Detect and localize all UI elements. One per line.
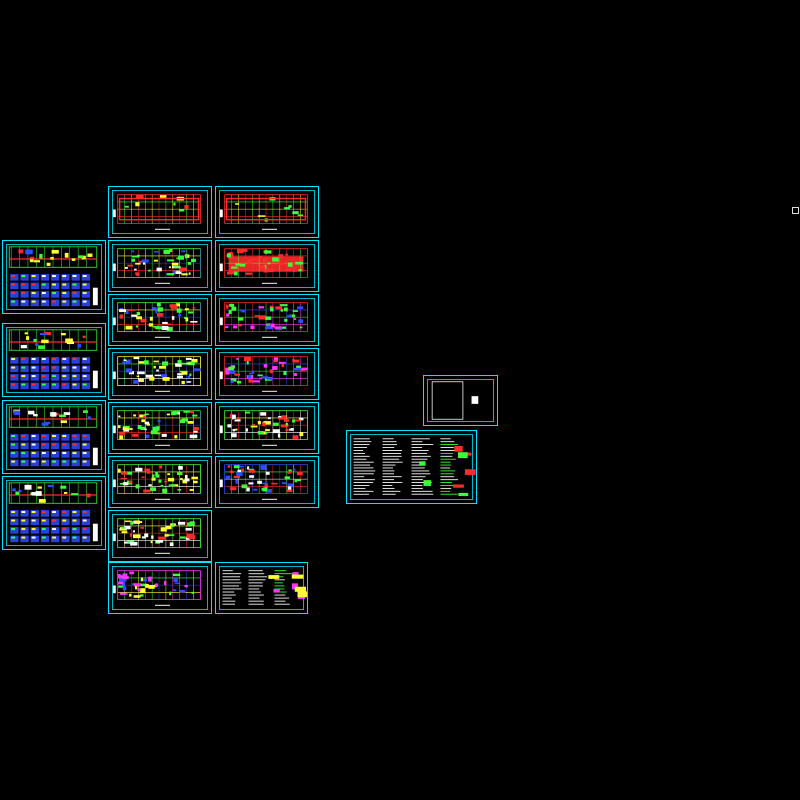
plan-sheet[interactable] [215,402,319,454]
sheet-linework [219,194,308,230]
sheet-linework [112,410,201,446]
ucs-marker-icon [792,207,799,214]
sheet-linework [219,248,308,284]
sheet-linework [112,518,201,554]
sheet-linework [219,302,308,338]
sheet-linework [353,438,476,497]
plan-sheet[interactable] [215,294,319,346]
detail-sheet[interactable] [2,323,106,397]
plan-sheet[interactable] [108,186,212,238]
detail-sheet[interactable] [2,400,106,474]
plan-sheet[interactable] [215,186,319,238]
plan-sheet[interactable] [215,240,319,292]
sheet-linework [112,570,201,606]
sheet-linework [8,406,98,467]
plan-sheet[interactable] [215,456,319,508]
sheet-linework [8,246,98,307]
sheet-linework [112,464,201,500]
plan-sheet[interactable] [215,348,319,400]
sheet-linework [219,356,308,392]
sheet-linework [219,410,308,446]
plan-sheet[interactable] [108,510,212,562]
plan-sheet[interactable] [108,240,212,292]
plan-sheet[interactable] [108,456,212,508]
sheet-linework [431,381,479,420]
sheet-linework [112,248,201,284]
sheet-linework [222,570,307,605]
cover-sheet[interactable] [423,375,498,426]
sheet-linework [112,356,201,392]
sheet-linework [112,194,201,230]
sheet-linework [112,302,201,338]
sheet-linework [8,482,98,543]
plan-sheet[interactable] [108,294,212,346]
plan-sheet[interactable] [108,348,212,400]
plan-sheet[interactable] [108,562,212,614]
detail-sheet[interactable] [2,240,106,314]
sheet-linework [8,329,98,390]
notes-sheet[interactable] [215,562,308,614]
general-notes-sheet[interactable] [346,430,477,504]
sheet-linework [219,464,308,500]
detail-sheet[interactable] [2,476,106,550]
plan-sheet[interactable] [108,402,212,454]
